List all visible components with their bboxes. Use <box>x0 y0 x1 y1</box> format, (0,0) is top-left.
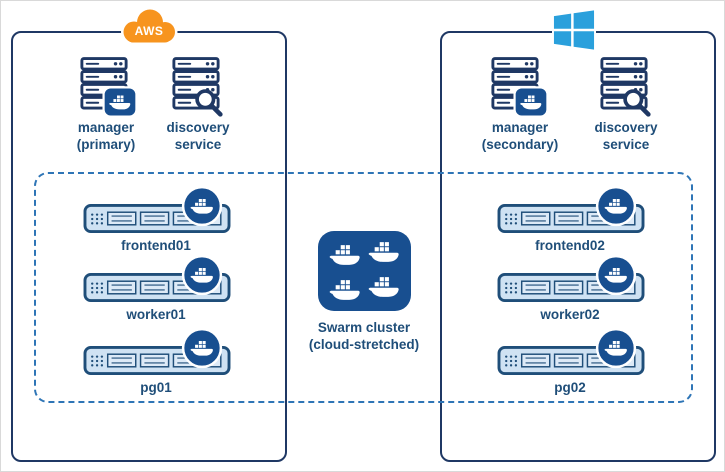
node-frontend01: frontend01 <box>81 185 245 255</box>
docker-circle-icon <box>181 185 223 227</box>
docker-circle-icon <box>595 254 637 296</box>
swarm-cluster-icon <box>318 231 411 311</box>
magnifier-icon <box>621 87 652 118</box>
swarm-cluster-label: Swarm cluster (cloud-stretched) <box>289 319 439 354</box>
swarm-boundary-box <box>34 172 693 403</box>
node-worker02: worker02 <box>495 254 659 324</box>
swarm-label-line2: (cloud-stretched) <box>308 337 420 353</box>
discovery-secondary-label: discovery service <box>571 119 681 154</box>
swarm-label-line1: Swarm cluster <box>317 320 411 335</box>
discovery-primary-label: discovery service <box>143 119 253 154</box>
discovery-secondary-line1: discovery <box>594 120 658 135</box>
manager-primary-line1: manager <box>77 120 135 135</box>
discovery-secondary-line2: service <box>602 137 650 153</box>
node-pg01: pg01 <box>81 327 245 397</box>
docker-badge-icon <box>513 86 549 118</box>
manager-secondary-label: manager (secondary) <box>465 119 575 154</box>
node-label: pg02 <box>554 380 586 395</box>
node-label: frontend01 <box>121 238 191 253</box>
windows-logo <box>552 8 596 52</box>
discovery-primary-line1: discovery <box>166 120 230 135</box>
aws-label: AWS <box>134 24 164 38</box>
docker-circle-icon <box>595 185 637 227</box>
node-label: frontend02 <box>535 238 605 253</box>
node-label: worker01 <box>126 307 186 322</box>
manager-primary-line2: (primary) <box>76 137 136 153</box>
manager-secondary-line2: (secondary) <box>481 137 559 153</box>
node-worker01: worker01 <box>81 254 245 324</box>
windows-flag-icon <box>553 10 595 50</box>
aws-cloud-icon <box>121 7 178 45</box>
manager-secondary-line1: manager <box>491 120 549 135</box>
magnifier-icon <box>193 87 224 118</box>
docker-circle-icon <box>181 254 223 296</box>
discovery-primary-line2: service <box>174 137 222 153</box>
docker-circle-icon <box>595 327 637 369</box>
node-label: worker02 <box>540 307 600 322</box>
docker-badge-icon <box>102 86 138 118</box>
manager-primary-label: manager (primary) <box>51 119 161 154</box>
aws-logo: AWS <box>117 6 181 48</box>
node-pg02: pg02 <box>495 327 659 397</box>
node-label: pg01 <box>140 380 172 395</box>
docker-circle-icon <box>181 327 223 369</box>
node-frontend02: frontend02 <box>495 185 659 255</box>
